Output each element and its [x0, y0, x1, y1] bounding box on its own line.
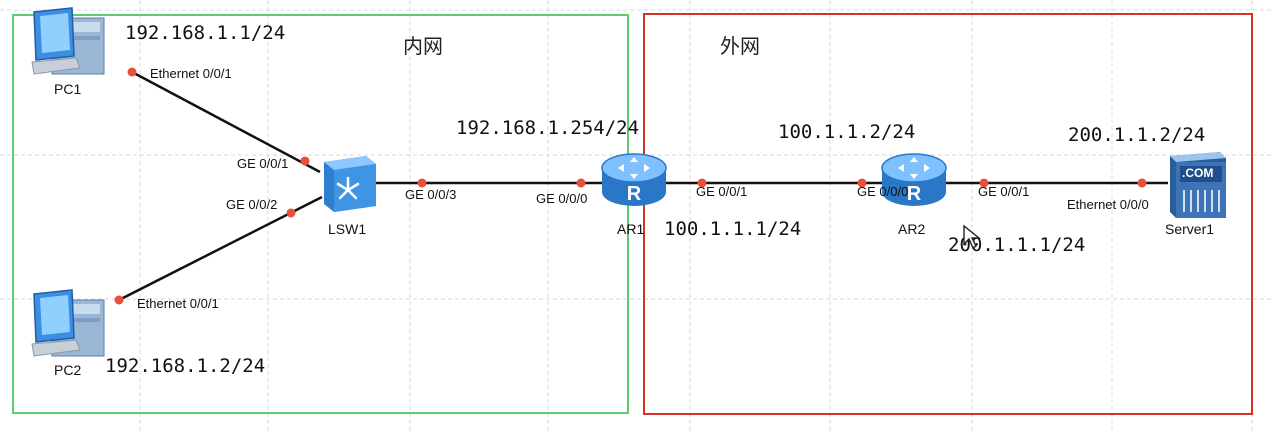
lsw1-name: LSW1: [328, 221, 367, 237]
svg-text:R: R: [627, 183, 642, 205]
ip-label-ar1-outside: 100.1.1.1/24: [664, 218, 802, 240]
device-pc1[interactable]: [30, 4, 110, 80]
port-dot-lsw1-ge3: [417, 178, 427, 188]
device-ar1[interactable]: R: [598, 148, 670, 212]
port-dot-ar1-ge1: [697, 178, 707, 188]
device-ar2[interactable]: R: [878, 148, 950, 212]
pc-icon: [31, 7, 105, 75]
port-dot-ar2-ge0: [857, 178, 867, 188]
port-dots: [114, 67, 1147, 305]
ip-label-ar2-right: 200.1.1.1/24: [948, 234, 1086, 256]
port-dot-ar2-ge1: [979, 178, 989, 188]
switch-icon: [324, 156, 376, 212]
pc1-name: PC1: [54, 81, 82, 97]
port-label-lsw1-ge3: GE 0/0/3: [405, 187, 457, 202]
router-icon: R: [881, 153, 947, 206]
pc-icon: [31, 289, 105, 357]
port-label-pc1-eth: Ethernet 0/0/1: [150, 66, 232, 81]
router-icon: R: [601, 153, 667, 206]
inner-network-zone: [12, 14, 629, 414]
mouse-cursor-icon: [963, 224, 981, 250]
ip-label-pc2: 192.168.1.2/24: [105, 355, 266, 377]
outer-network-label: 外网: [720, 34, 760, 58]
ar1-name: AR1: [617, 221, 645, 237]
svg-text:R: R: [907, 183, 922, 205]
ip-label-server1: 200.1.1.2/24: [1068, 124, 1206, 146]
port-label-ar2-ge1: GE 0/0/1: [978, 184, 1030, 199]
port-label-pc2-eth: Ethernet 0/0/1: [137, 296, 219, 311]
port-dot-pc2: [114, 295, 124, 305]
outer-network-zone: [643, 13, 1253, 415]
port-label-lsw1-ge2: GE 0/0/2: [226, 197, 278, 212]
server-com-badge: .COM: [1182, 166, 1214, 180]
pc2-name: PC2: [54, 362, 82, 378]
port-dot-lsw1-ge1: [300, 156, 310, 166]
port-label-ar1-ge0: GE 0/0/0: [536, 191, 588, 206]
port-label-ar2-ge0: GE 0/0/0: [857, 184, 909, 199]
server-icon: [1170, 152, 1226, 218]
port-label-ar1-ge1: GE 0/0/1: [696, 184, 748, 199]
ip-label-ar1-inside: 192.168.1.254/24: [456, 117, 640, 139]
device-pc2[interactable]: [30, 286, 110, 362]
ar2-name: AR2: [898, 221, 926, 237]
port-label-lsw1-ge1: GE 0/0/1: [237, 156, 289, 171]
ip-label-pc1: 192.168.1.1/24: [125, 22, 286, 44]
link-pc1-lsw1: [131, 70, 321, 174]
port-dot-pc1: [127, 67, 137, 77]
device-server1[interactable]: .COM: [1164, 150, 1232, 220]
port-label-server1-eth: Ethernet 0/0/0: [1067, 197, 1149, 212]
port-dot-lsw1-ge2: [286, 208, 296, 218]
port-dot-server1: [1137, 178, 1147, 188]
device-lsw1[interactable]: [318, 152, 380, 214]
port-dot-ar1-ge0: [576, 178, 586, 188]
inner-network-label: 内网: [403, 34, 443, 58]
ip-label-ar2-left: 100.1.1.2/24: [778, 121, 916, 143]
server1-name: Server1: [1165, 221, 1215, 237]
